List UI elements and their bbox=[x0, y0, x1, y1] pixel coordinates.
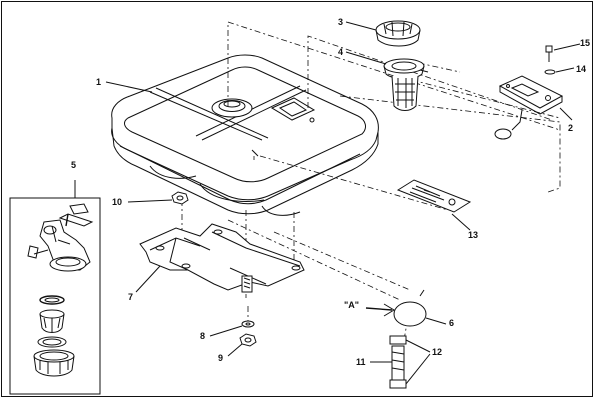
gauge-screw bbox=[544, 45, 556, 75]
callout-9: 9 bbox=[218, 353, 224, 363]
tank-bracket bbox=[139, 223, 305, 293]
detail-a-plug bbox=[365, 289, 447, 327]
callout-12: 12 bbox=[432, 347, 443, 357]
fuel-cock bbox=[27, 203, 94, 377]
name-plate bbox=[396, 179, 472, 213]
callout-1: 1 bbox=[96, 77, 102, 87]
callout-13: 13 bbox=[468, 230, 479, 240]
fuel-tank bbox=[111, 54, 379, 216]
fuel-strainer bbox=[383, 58, 429, 111]
callout-3: 3 bbox=[338, 17, 344, 27]
hex-nut bbox=[239, 333, 257, 347]
fuel-gauge bbox=[494, 75, 564, 140]
washer bbox=[241, 320, 255, 328]
callout-4: 4 bbox=[338, 47, 344, 57]
callout-11: 11 bbox=[356, 357, 366, 367]
callout-10: 10 bbox=[112, 197, 123, 207]
callout-2: 2 bbox=[568, 123, 574, 133]
fuel-tube bbox=[389, 335, 407, 389]
callout-7: 7 bbox=[128, 292, 134, 302]
callout-8: 8 bbox=[200, 331, 206, 341]
detail-a-label: "A" bbox=[344, 300, 360, 310]
callout-14: 14 bbox=[576, 64, 587, 74]
callout-5: 5 bbox=[71, 160, 77, 170]
callout-15: 15 bbox=[580, 38, 591, 48]
leader-lines bbox=[105, 21, 581, 385]
fuel-cock-detail-box bbox=[9, 180, 101, 395]
fuel-cap bbox=[375, 20, 421, 47]
callout-6: 6 bbox=[449, 318, 455, 328]
tank-nut bbox=[171, 191, 189, 205]
